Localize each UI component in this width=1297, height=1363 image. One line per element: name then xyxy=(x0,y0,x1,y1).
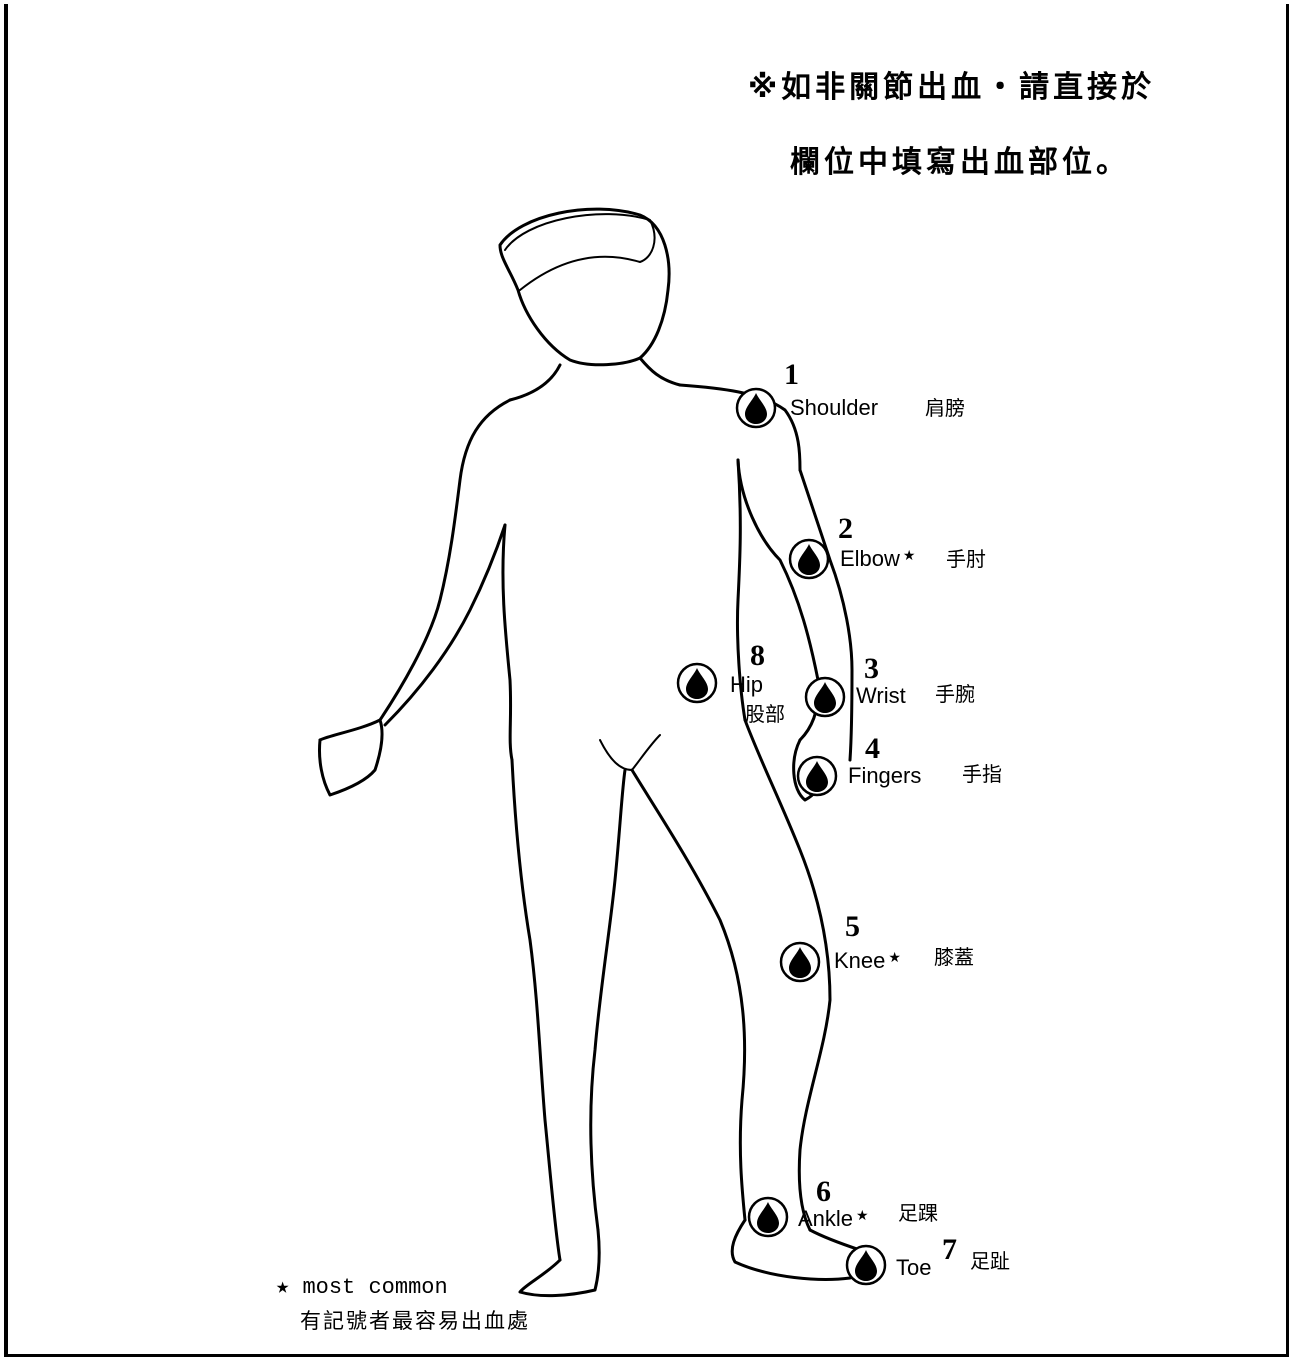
left-leg-inner xyxy=(591,770,625,1230)
site-number-wrist: 3 xyxy=(864,654,879,684)
site-zh-fingers: 手指 xyxy=(962,764,1002,784)
star-icon: ★ xyxy=(903,547,916,563)
site-number-toe: 7 xyxy=(942,1235,957,1265)
site-number-fingers: 4 xyxy=(865,734,880,764)
site-label-shoulder: Shoulder xyxy=(790,397,878,419)
site-label-elbow: Elbow★ xyxy=(840,548,915,570)
site-number-elbow: 2 xyxy=(838,514,853,544)
site-zh-shoulder: 肩膀 xyxy=(925,398,965,418)
left-foot xyxy=(520,1230,599,1296)
site-label-fingers: Fingers xyxy=(848,765,921,787)
site-number-hip: 8 xyxy=(750,641,765,671)
legend-zh-text: 有記號者最容易出血處 xyxy=(300,1305,530,1335)
blood-drop-icon xyxy=(804,676,846,718)
blood-drop-icon xyxy=(676,662,718,704)
left-leg-outer xyxy=(512,760,560,1260)
blood-drop-icon xyxy=(735,387,777,429)
groin xyxy=(600,735,660,770)
hair-outline xyxy=(505,214,655,290)
left-inner-arm xyxy=(385,525,505,725)
star-icon: ★ xyxy=(856,1207,869,1223)
legend-en-text: most common xyxy=(302,1275,447,1300)
blood-drop-icon xyxy=(788,538,830,580)
star-icon: ★ xyxy=(888,949,901,965)
site-zh-ankle: 足踝 xyxy=(898,1203,938,1223)
site-number-ankle: 6 xyxy=(816,1177,831,1207)
site-label-knee: Knee★ xyxy=(834,950,901,972)
site-label-toe: Toe xyxy=(896,1257,931,1279)
neck-left xyxy=(510,365,560,400)
right-leg-inner xyxy=(632,770,745,1220)
blood-drop-icon xyxy=(796,755,838,797)
blood-drop-icon xyxy=(845,1244,887,1286)
blood-drop-icon xyxy=(779,941,821,983)
site-number-knee: 5 xyxy=(845,912,860,942)
torso-left xyxy=(503,525,512,760)
site-zh-elbow: 手肘 xyxy=(946,549,986,569)
neck-right xyxy=(640,358,680,385)
site-number-shoulder: 1 xyxy=(784,360,799,390)
star-icon: ★ xyxy=(276,1275,289,1300)
site-label-ankle: Ankle★ xyxy=(798,1208,869,1230)
site-zh-knee: 膝蓋 xyxy=(934,947,974,967)
site-zh-wrist: 手腕 xyxy=(935,684,975,704)
site-zh-hip: 股部 xyxy=(745,704,785,724)
blood-drop-icon xyxy=(747,1196,789,1238)
site-label-hip: Hip xyxy=(730,674,763,696)
legend-most-common: ★ most common xyxy=(276,1274,448,1300)
site-label-wrist: Wrist xyxy=(856,685,906,707)
left-shoulder-arm xyxy=(320,400,510,740)
site-zh-toe: 足趾 xyxy=(970,1251,1010,1271)
